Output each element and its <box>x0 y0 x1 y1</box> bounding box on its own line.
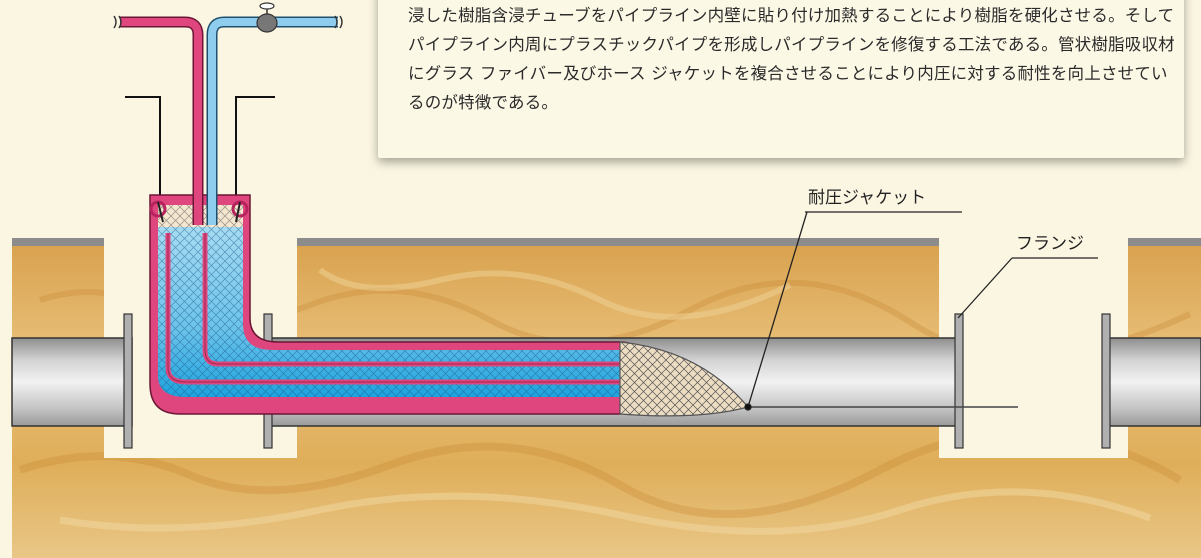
description-text: 浸した樹脂含浸チューブをパイプライン内壁に貼り付け加熱することにより樹脂を硬化さ… <box>408 6 1175 112</box>
flange-label: フランジ <box>1016 234 1084 254</box>
hot-water-hose <box>113 15 204 225</box>
label-leaders <box>744 211 1098 411</box>
flange <box>954 313 964 449</box>
valve-icon <box>256 2 278 33</box>
cold-water-hose <box>206 15 343 225</box>
pressure-jacket-label: 耐圧ジャケット <box>808 188 927 208</box>
guide-frame <box>125 96 275 222</box>
description-box: 浸した樹脂含浸チューブをパイプライン内壁に貼り付け加熱することにより樹脂を硬化さ… <box>378 0 1184 158</box>
manholes <box>104 244 1128 458</box>
resin-liner-tube <box>149 194 750 417</box>
